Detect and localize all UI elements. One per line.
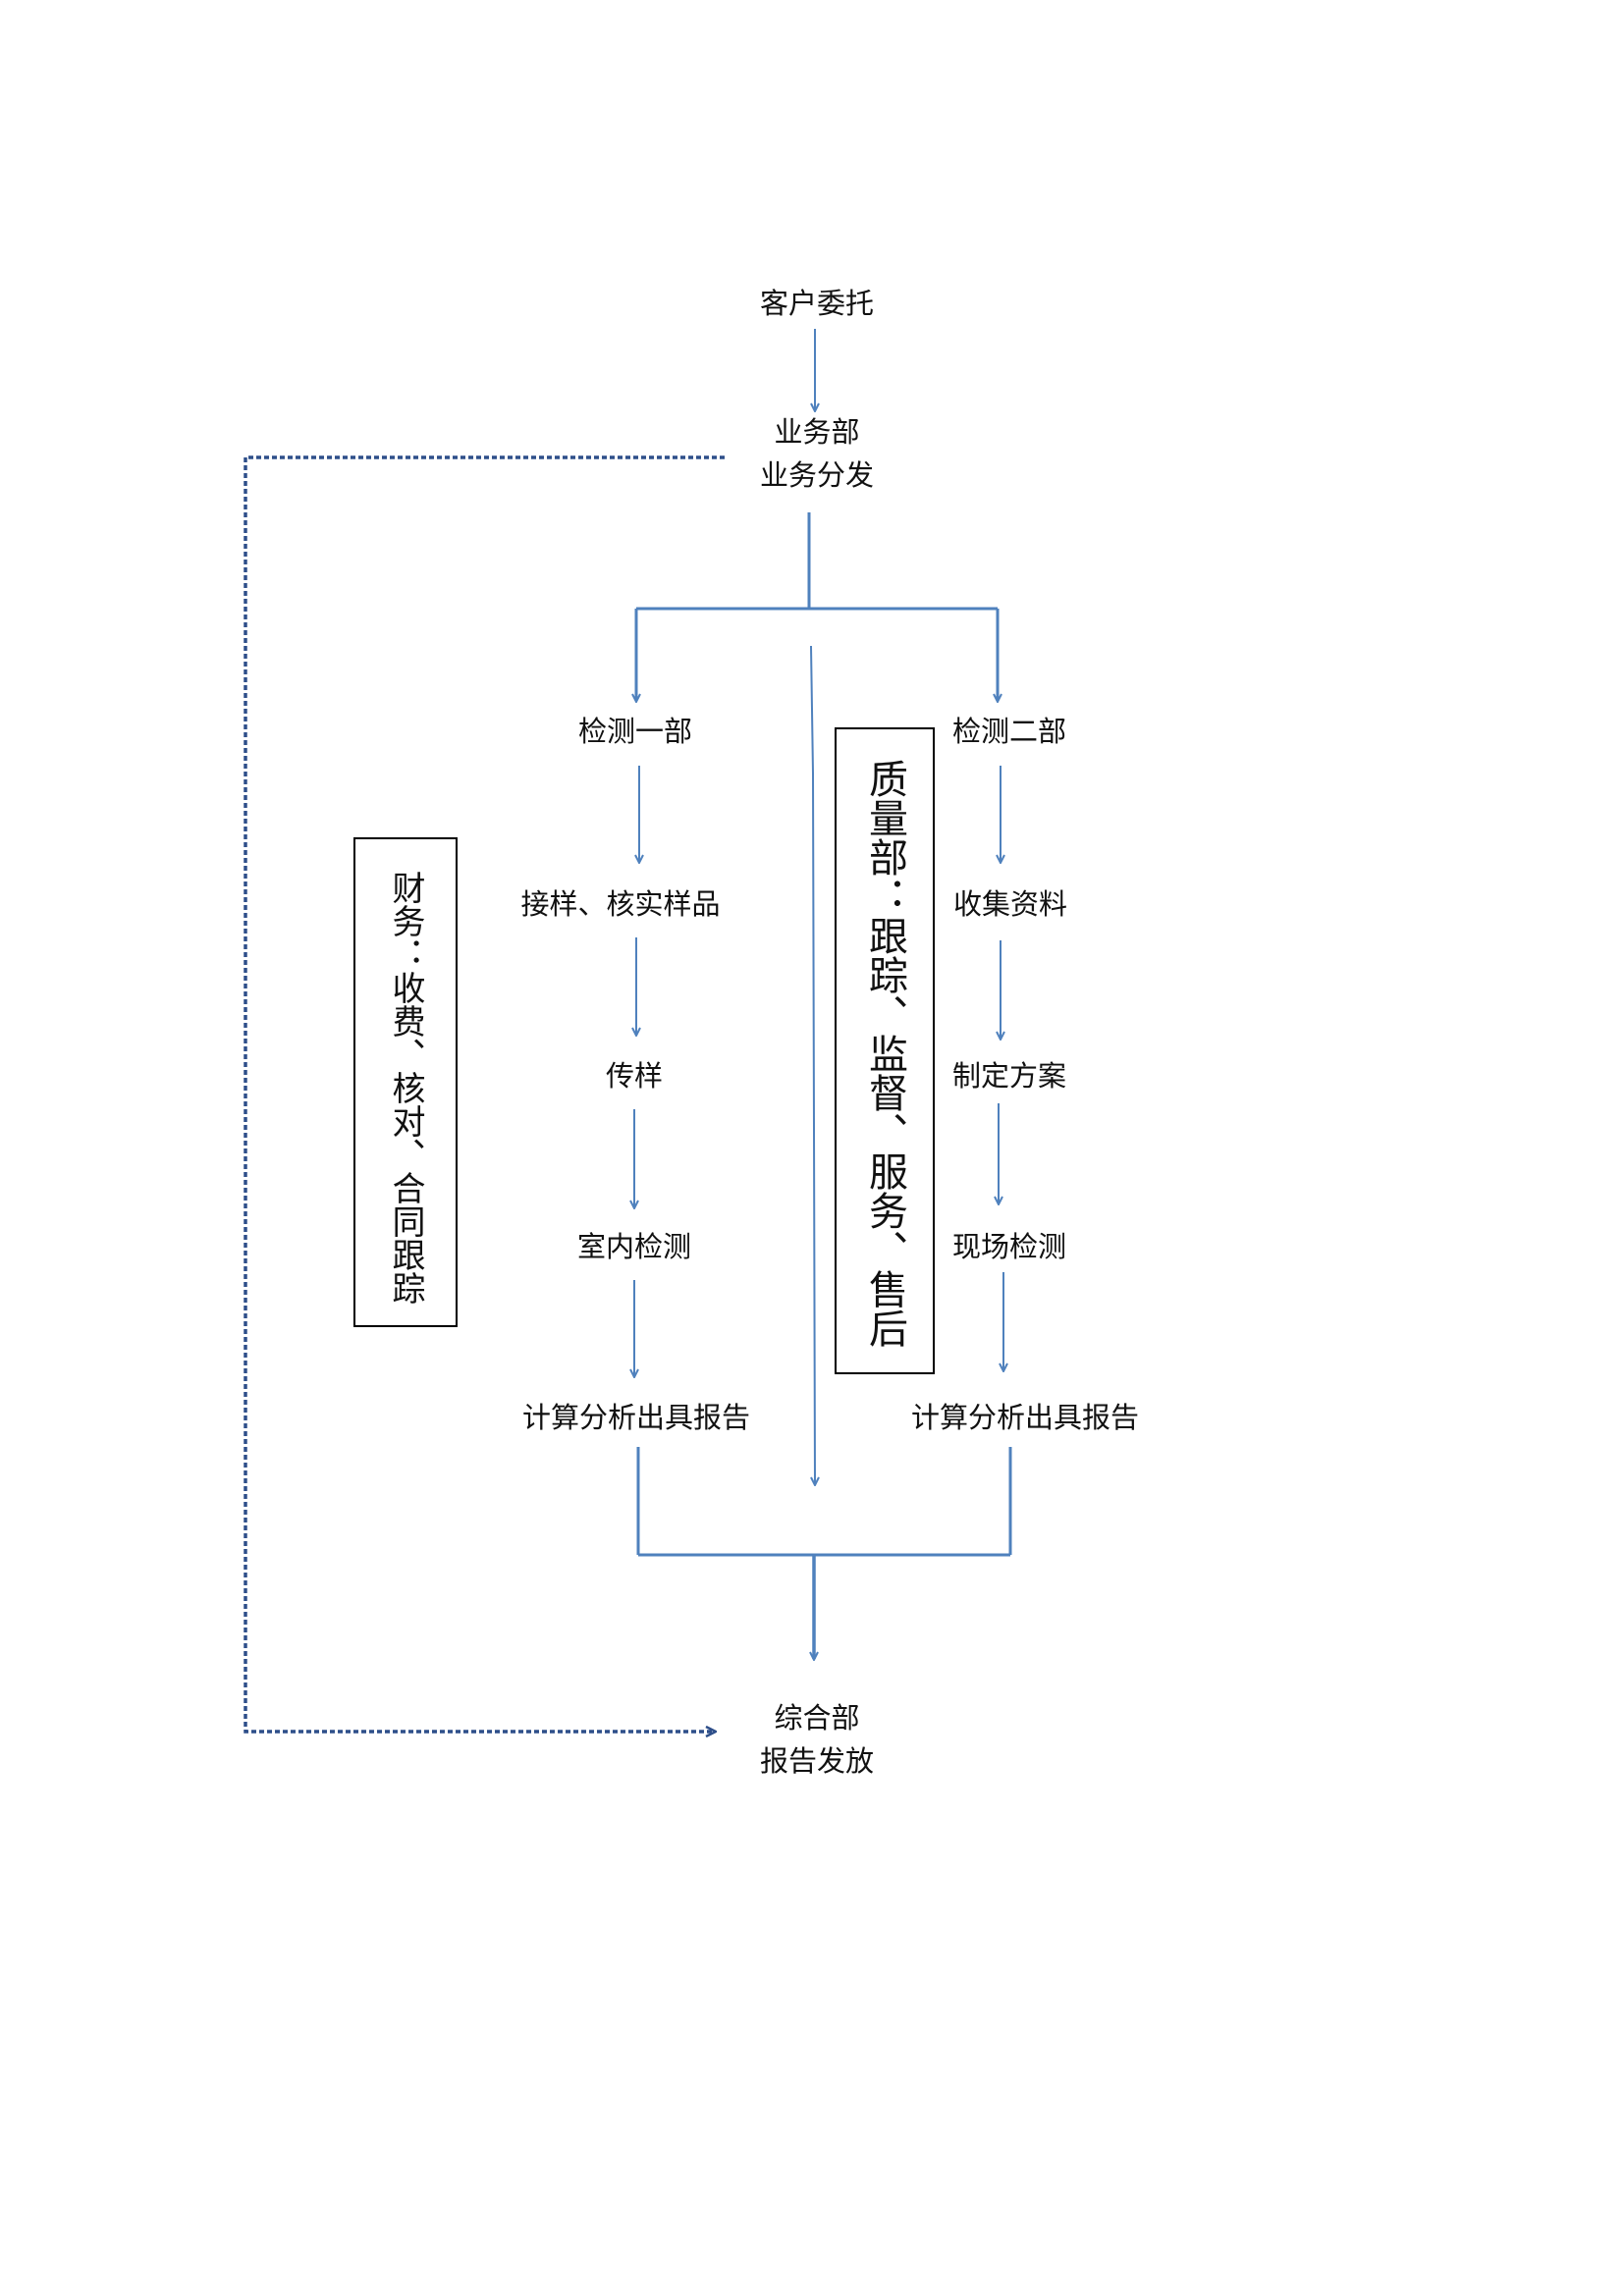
arrow-middle-long [810,645,815,1484]
node-dept2-field: 现场检测 [952,1225,1066,1268]
node-dept1-receive-label: 接样、核实样品 [520,887,721,921]
node-dept2-collect: 收集资料 [953,882,1067,926]
node-client: 客户委托 [760,282,874,325]
quality-box-text: 质量部：跟踪、监督、服务、售后 [862,759,907,1348]
node-dept1-transfer: 传样 [606,1054,663,1097]
node-business: 业务部 业务分发 [760,410,874,497]
node-dept1-receive: 接样、核实样品 [520,882,720,926]
node-dept2-report: 计算分析出具报告 [911,1396,1139,1439]
node-business-dept: 业务部 [774,415,860,449]
node-dept2-collect-label: 收集资料 [952,887,1068,921]
node-dept1-report-label: 计算分析出具报告 [521,1401,751,1434]
node-business-dispatch: 业务分发 [759,458,875,492]
node-dept1-report: 计算分析出具报告 [522,1396,750,1439]
node-general-dept: 综合部 [774,1701,860,1735]
node-dept2-report-label: 计算分析出具报告 [910,1401,1140,1434]
node-general: 综合部 报告发放 [760,1696,874,1783]
node-dept2-field-label: 现场检测 [951,1230,1067,1263]
node-dept2-plan-label: 制定方案 [951,1059,1067,1093]
node-dept2-label: 检测二部 [951,715,1067,748]
node-dept2: 检测二部 [952,710,1066,753]
node-client-label: 客户委托 [759,287,875,320]
dotted-bypass-line [244,455,725,1732]
node-dept2-plan: 制定方案 [952,1054,1066,1097]
node-dept1-transfer-label: 传样 [605,1059,664,1093]
finance-box: 财务：收费、核对、合同跟踪 [353,837,458,1327]
node-dept1-indoor: 室内检测 [577,1225,691,1268]
node-report-issue: 报告发放 [759,1744,875,1778]
node-dept1-label: 检测一部 [577,715,693,748]
node-dept1-indoor-label: 室内检测 [576,1230,692,1263]
finance-box-text: 财务：收费、核对、合同跟踪 [386,871,425,1305]
quality-box: 质量部：跟踪、监督、服务、售后 [835,727,935,1374]
node-dept1: 检测一部 [578,710,692,753]
